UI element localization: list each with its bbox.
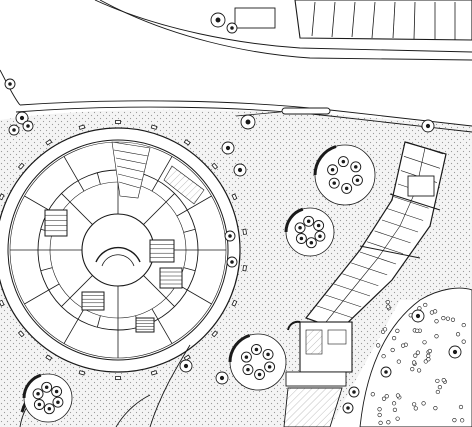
north-building [234,0,472,41]
tree-symbol [8,124,20,136]
tree-symbol [350,161,362,173]
tree-symbol [221,141,235,155]
tree-symbol [224,230,236,242]
tree-symbol [179,359,193,373]
tree-symbol [226,256,238,268]
planter [284,207,335,257]
trees [4,12,462,414]
tree-planters [22,144,376,423]
tree-symbol [215,371,229,385]
planter [228,333,287,391]
tree-symbol [240,114,256,130]
tree-symbol [305,237,317,249]
column-markers [0,120,247,380]
column-marker [115,120,121,124]
tree-symbol [341,182,353,194]
column-marker [150,124,158,130]
tree-symbol [240,351,252,363]
tree-symbol [351,174,363,186]
column-marker [115,376,121,380]
tree-symbol [314,230,326,242]
column-marker [183,354,191,361]
column-marker [211,162,219,170]
column-marker [78,370,86,376]
column-marker [0,193,5,201]
tree-symbol [254,369,266,380]
tree-symbol [421,119,435,133]
tree-symbol [337,156,349,168]
tree-symbol [303,215,315,227]
tree-symbol [328,177,340,189]
tree-symbol [41,381,53,393]
tree-symbol [51,386,63,397]
tree-symbol [295,233,307,244]
tree-symbol [411,309,425,323]
column-marker [183,139,191,146]
tree-symbol [348,386,360,398]
tree-symbol [32,388,44,400]
tree-symbol [226,22,238,34]
tree-symbol [313,220,325,231]
column-marker [17,330,25,338]
tree-symbol [448,345,462,359]
tree-symbol [294,222,306,234]
column-marker [45,139,53,146]
circular-building [0,127,241,373]
column-marker [45,354,53,361]
tree-symbol [210,12,226,28]
column-marker [150,370,158,376]
column-marker [242,265,247,272]
tree-symbol [4,78,16,90]
tree-symbol [250,344,262,355]
column-marker [211,330,219,338]
bench-linear [235,107,331,117]
tree-symbol [262,348,274,360]
woodland-area [359,287,472,427]
tree-symbol [233,163,247,177]
tree-symbol [342,402,354,414]
south-path [115,344,191,427]
stair-cores [44,209,183,333]
tree-symbol [327,164,339,176]
tree-symbol [22,120,34,132]
column-marker [0,299,5,307]
planter [313,144,376,206]
entrance-pavilion [283,320,353,427]
tree-symbol [380,366,392,378]
tree-symbol [15,111,29,125]
column-marker [231,193,238,201]
tree-symbol [43,403,55,415]
column-marker [242,228,247,235]
column-marker [17,162,25,170]
planter [22,373,73,423]
auditorium-seating [111,141,205,205]
tree-symbol [52,396,64,408]
tree-symbol [242,364,254,376]
column-marker [78,124,86,130]
serpentine-building [305,141,447,331]
tree-symbol [33,399,45,410]
tree-symbol [264,361,276,373]
column-marker [231,299,238,307]
